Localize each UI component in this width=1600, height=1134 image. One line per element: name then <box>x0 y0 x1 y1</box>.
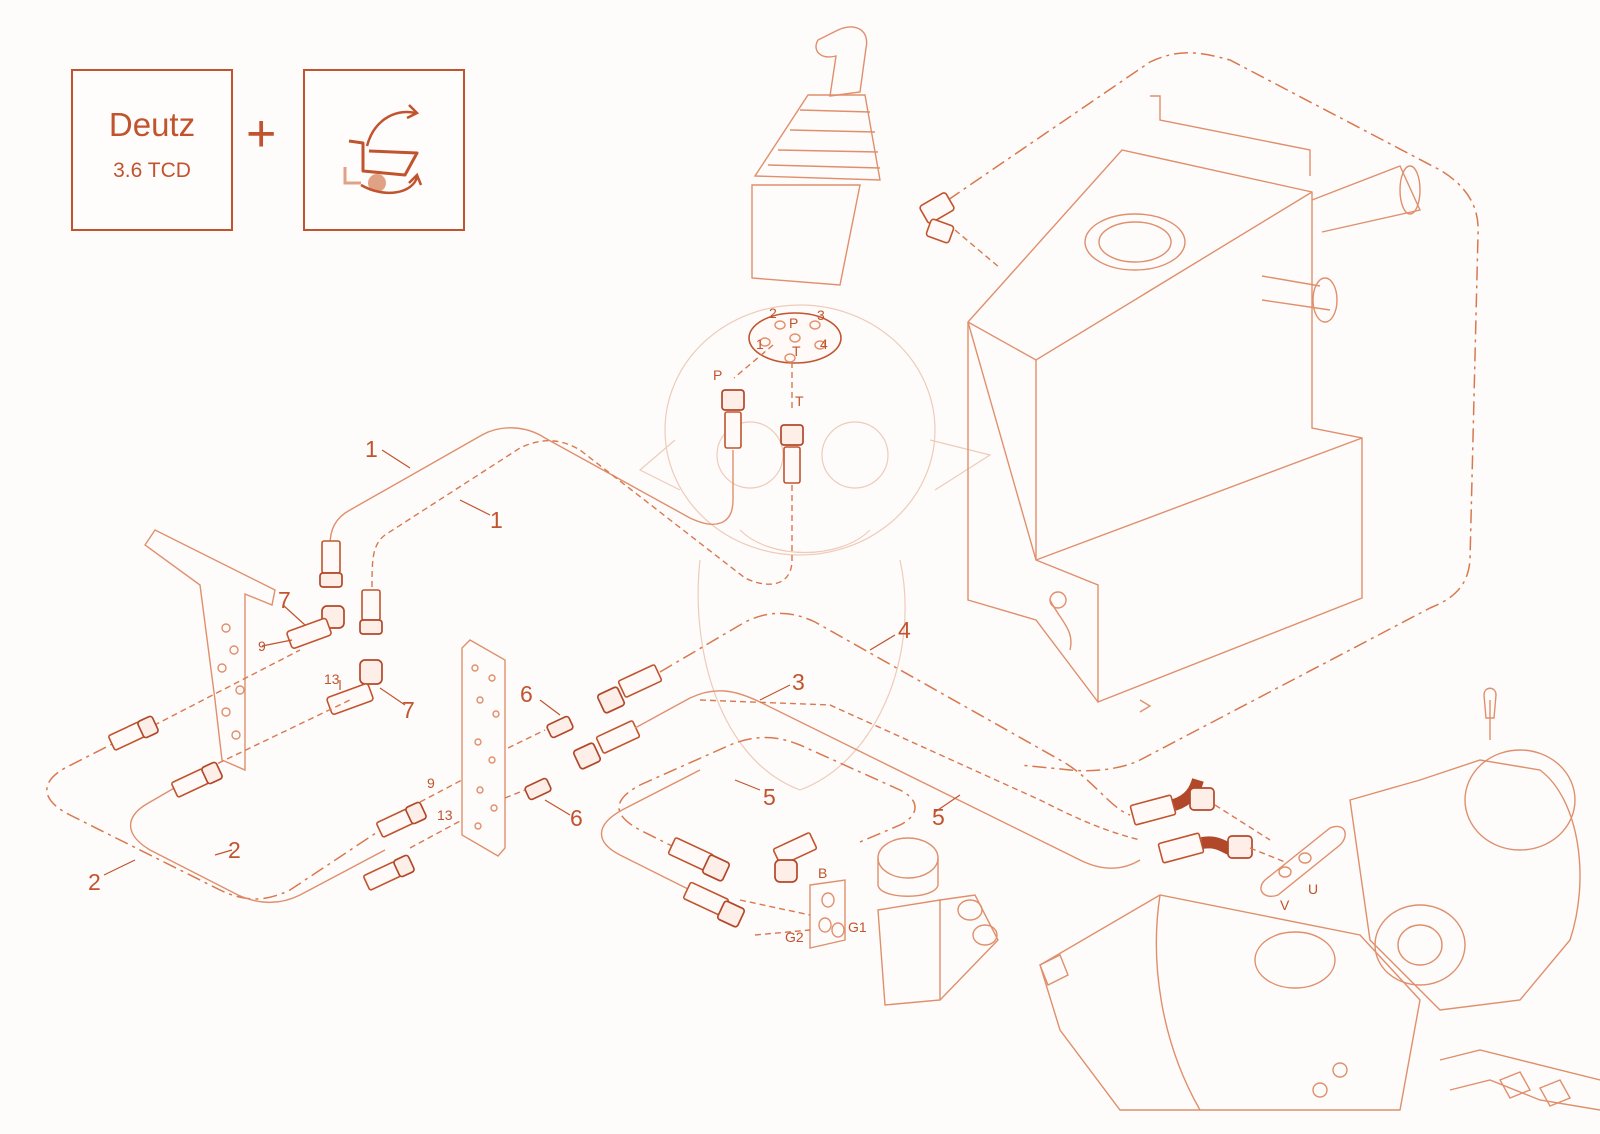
callout-hose-3: 3 <box>792 669 805 695</box>
motor-port-plate <box>1260 825 1346 897</box>
hose-1a <box>329 427 734 546</box>
joystick <box>748 26 881 364</box>
joystick-port-t: T <box>792 343 801 359</box>
dump-body-swivel-icon <box>343 104 423 194</box>
left-bracket <box>144 529 276 772</box>
pilot-fitting-t <box>780 424 804 484</box>
pilot-port-p-label: P <box>713 367 722 383</box>
callout-hose-4: 4 <box>898 617 911 643</box>
motor-port-v: V <box>1280 897 1290 913</box>
leader-lines <box>103 449 961 876</box>
hose-1-end-fittings <box>319 540 383 635</box>
joystick-port-3: 3 <box>817 307 825 323</box>
callout-fitting-6a: 6 <box>520 681 533 707</box>
motor-elbow-fittings <box>1129 778 1253 864</box>
hose-2b <box>129 779 386 904</box>
hose-4 <box>659 612 1131 816</box>
engine-brand: Deutz <box>108 106 196 143</box>
joystick-port-1: 1 <box>756 336 764 352</box>
attachment-badge <box>303 69 465 231</box>
callout-port-13a: 13 <box>324 671 340 687</box>
valve-port-b: B <box>818 865 827 881</box>
callout-hose-5b: 5 <box>932 804 945 830</box>
callout-hose-2a: 2 <box>88 869 101 895</box>
accumulator-valve-block <box>809 837 999 1006</box>
callout-hose-1b: 1 <box>490 507 503 533</box>
callout-elbow-7b: 7 <box>402 697 415 723</box>
valve-port-g2: G2 <box>785 929 804 945</box>
joystick-port-4: 4 <box>820 336 828 352</box>
hose-3-4-fittings <box>572 664 663 770</box>
engine-model: 3.6 TCD <box>113 159 191 182</box>
pilot-fitting-p <box>721 389 745 449</box>
center-plate <box>461 639 506 857</box>
elbow-7a <box>286 605 345 649</box>
callout-elbow-7a: 7 <box>278 587 291 613</box>
callout-port-13b: 13 <box>437 807 453 823</box>
callout-hose-5a: 5 <box>763 784 776 810</box>
tank-elbow-fitting <box>919 192 955 244</box>
callout-port-9b: 9 <box>427 775 435 791</box>
hose-5b <box>600 769 701 891</box>
joystick-port-2: 2 <box>769 305 777 321</box>
hydraulic-tank <box>967 95 1421 713</box>
engine-drive-assembly <box>1039 687 1600 1111</box>
fitting-6a <box>546 715 574 739</box>
hose-2a <box>46 734 389 900</box>
hose-5a <box>618 736 916 851</box>
callout-port-9a: 9 <box>258 638 266 654</box>
valve-port-g1: G1 <box>848 919 867 935</box>
joystick-port-p: P <box>789 315 798 331</box>
pilot-port-t-label: T <box>795 393 804 409</box>
callout-hose-1a: 1 <box>365 436 378 462</box>
hose-2-fittings <box>108 715 427 891</box>
hose-3 <box>634 690 1141 869</box>
elbow-7b <box>326 659 383 715</box>
engine-badge: Deutz 3.6 TCD <box>71 69 233 231</box>
callout-fitting-6b: 6 <box>570 805 583 831</box>
motor-port-u: U <box>1308 881 1318 897</box>
valve-side-fittings <box>667 832 818 928</box>
hose-1b <box>371 440 793 591</box>
callout-hose-2b: 2 <box>228 837 241 863</box>
watermark-mascot <box>638 304 992 791</box>
plus-sign: + <box>246 105 277 163</box>
tank-return-line <box>947 52 1479 772</box>
fitting-6b <box>524 777 552 801</box>
